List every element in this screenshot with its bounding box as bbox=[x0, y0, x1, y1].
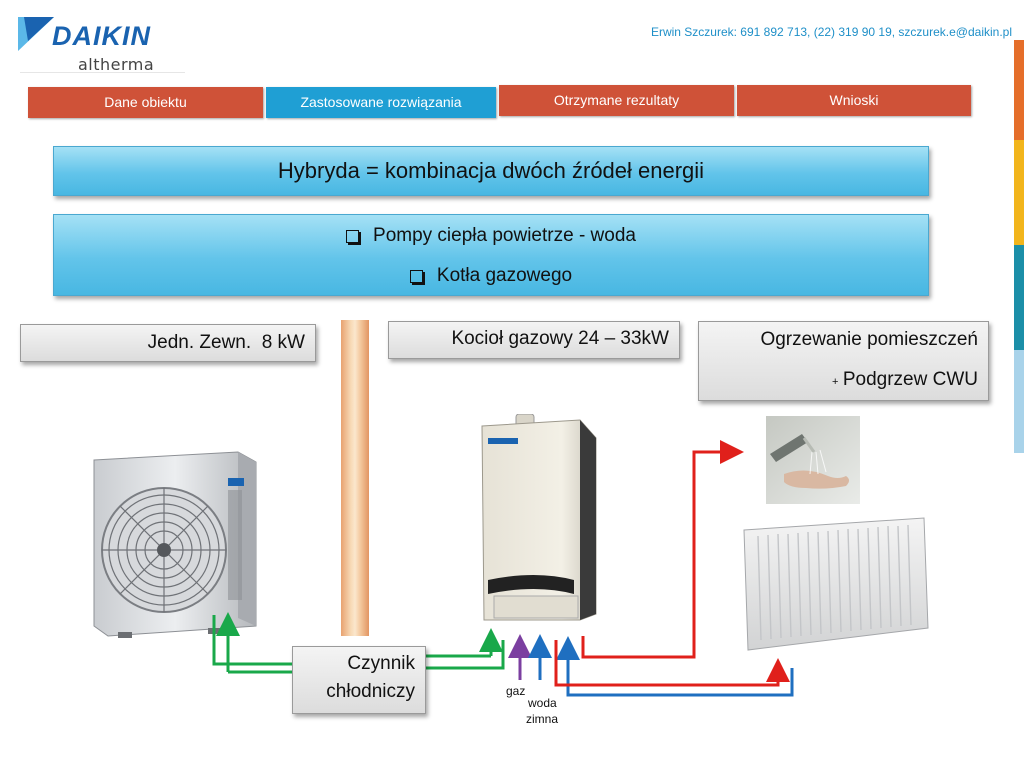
hot-water-pipe bbox=[581, 440, 744, 659]
accent-strip-lightblue bbox=[1014, 350, 1024, 453]
separator-pipe bbox=[341, 320, 369, 636]
heating-text: Ogrzewanie pomieszczeń bbox=[760, 329, 978, 350]
refrigerant-pipe-supply bbox=[212, 615, 292, 666]
boiler-label: Kocioł gazowy 24 – 33kW bbox=[388, 321, 680, 359]
cold-water-label-line2: zimna bbox=[526, 712, 559, 726]
outdoor-heat-pump-image bbox=[93, 451, 257, 638]
heating-return-pipe bbox=[556, 636, 794, 697]
heating-subline: + Podgrzew CWU bbox=[832, 369, 978, 391]
logo-underline bbox=[20, 72, 185, 73]
tab-otrzymane-rezultaty[interactable]: Otrzymane rezultaty bbox=[499, 85, 734, 116]
checkbox-icon bbox=[409, 269, 423, 283]
daikin-logo-icon bbox=[18, 17, 54, 51]
outdoor-unit-label: Jedn. Zewn. 8 kW bbox=[20, 324, 316, 362]
checkbox-icon bbox=[346, 229, 360, 243]
refrigerant-text-line1: Czynnik bbox=[347, 653, 415, 674]
bullet-item: Pompy ciepła powietrze - woda bbox=[54, 225, 928, 247]
outdoor-unit-text: Jedn. Zewn. 8 kW bbox=[147, 332, 305, 353]
radiator-image bbox=[743, 517, 929, 651]
refrigerant-text-line2: chłodniczy bbox=[326, 681, 415, 702]
bullet-text: Kotła gazowego bbox=[436, 265, 573, 286]
accent-strip-yellow bbox=[1014, 140, 1024, 245]
brand-name: DAIKIN bbox=[52, 21, 151, 51]
bullet-item: Kotła gazowego bbox=[54, 265, 928, 287]
refrigerant-label: Czynnik chłodniczy bbox=[292, 646, 426, 714]
dhw-text: Podgrzew CWU bbox=[842, 369, 978, 390]
cold-water-label-line1: woda bbox=[528, 696, 557, 710]
accent-strip-orange bbox=[1014, 40, 1024, 140]
bullet-text: Pompy ciepła powietrze - woda bbox=[373, 225, 636, 246]
accent-strip-teal bbox=[1014, 245, 1024, 350]
tab-dane-obiektu[interactable]: Dane obiektu bbox=[28, 87, 263, 118]
hot-water-shower-image bbox=[766, 416, 860, 504]
bullet-banner: Pompy ciepła powietrze - woda Kotła gazo… bbox=[53, 214, 929, 296]
gas-boiler-image bbox=[481, 414, 597, 621]
tab-zastosowane-rozwiazania[interactable]: Zastosowane rozwiązania bbox=[266, 87, 496, 118]
gas-label: gaz bbox=[506, 684, 526, 698]
title-text: Hybryda = kombinacja dwóch źródeł energi… bbox=[277, 158, 705, 183]
sub-brand-name: altherma bbox=[78, 55, 155, 74]
boiler-text: Kocioł gazowy 24 – 33kW bbox=[451, 328, 669, 349]
contact-info: Erwin Szczurek: 691 892 713, (22) 319 90… bbox=[650, 25, 1012, 39]
heating-label: Ogrzewanie pomieszczeń + Podgrzew CWU bbox=[698, 321, 989, 401]
tab-wnioski[interactable]: Wnioski bbox=[737, 85, 971, 116]
plus-sign: + bbox=[831, 376, 839, 388]
heating-supply-pipe bbox=[554, 640, 790, 687]
title-banner: Hybryda = kombinacja dwóch źródeł energi… bbox=[53, 146, 929, 196]
